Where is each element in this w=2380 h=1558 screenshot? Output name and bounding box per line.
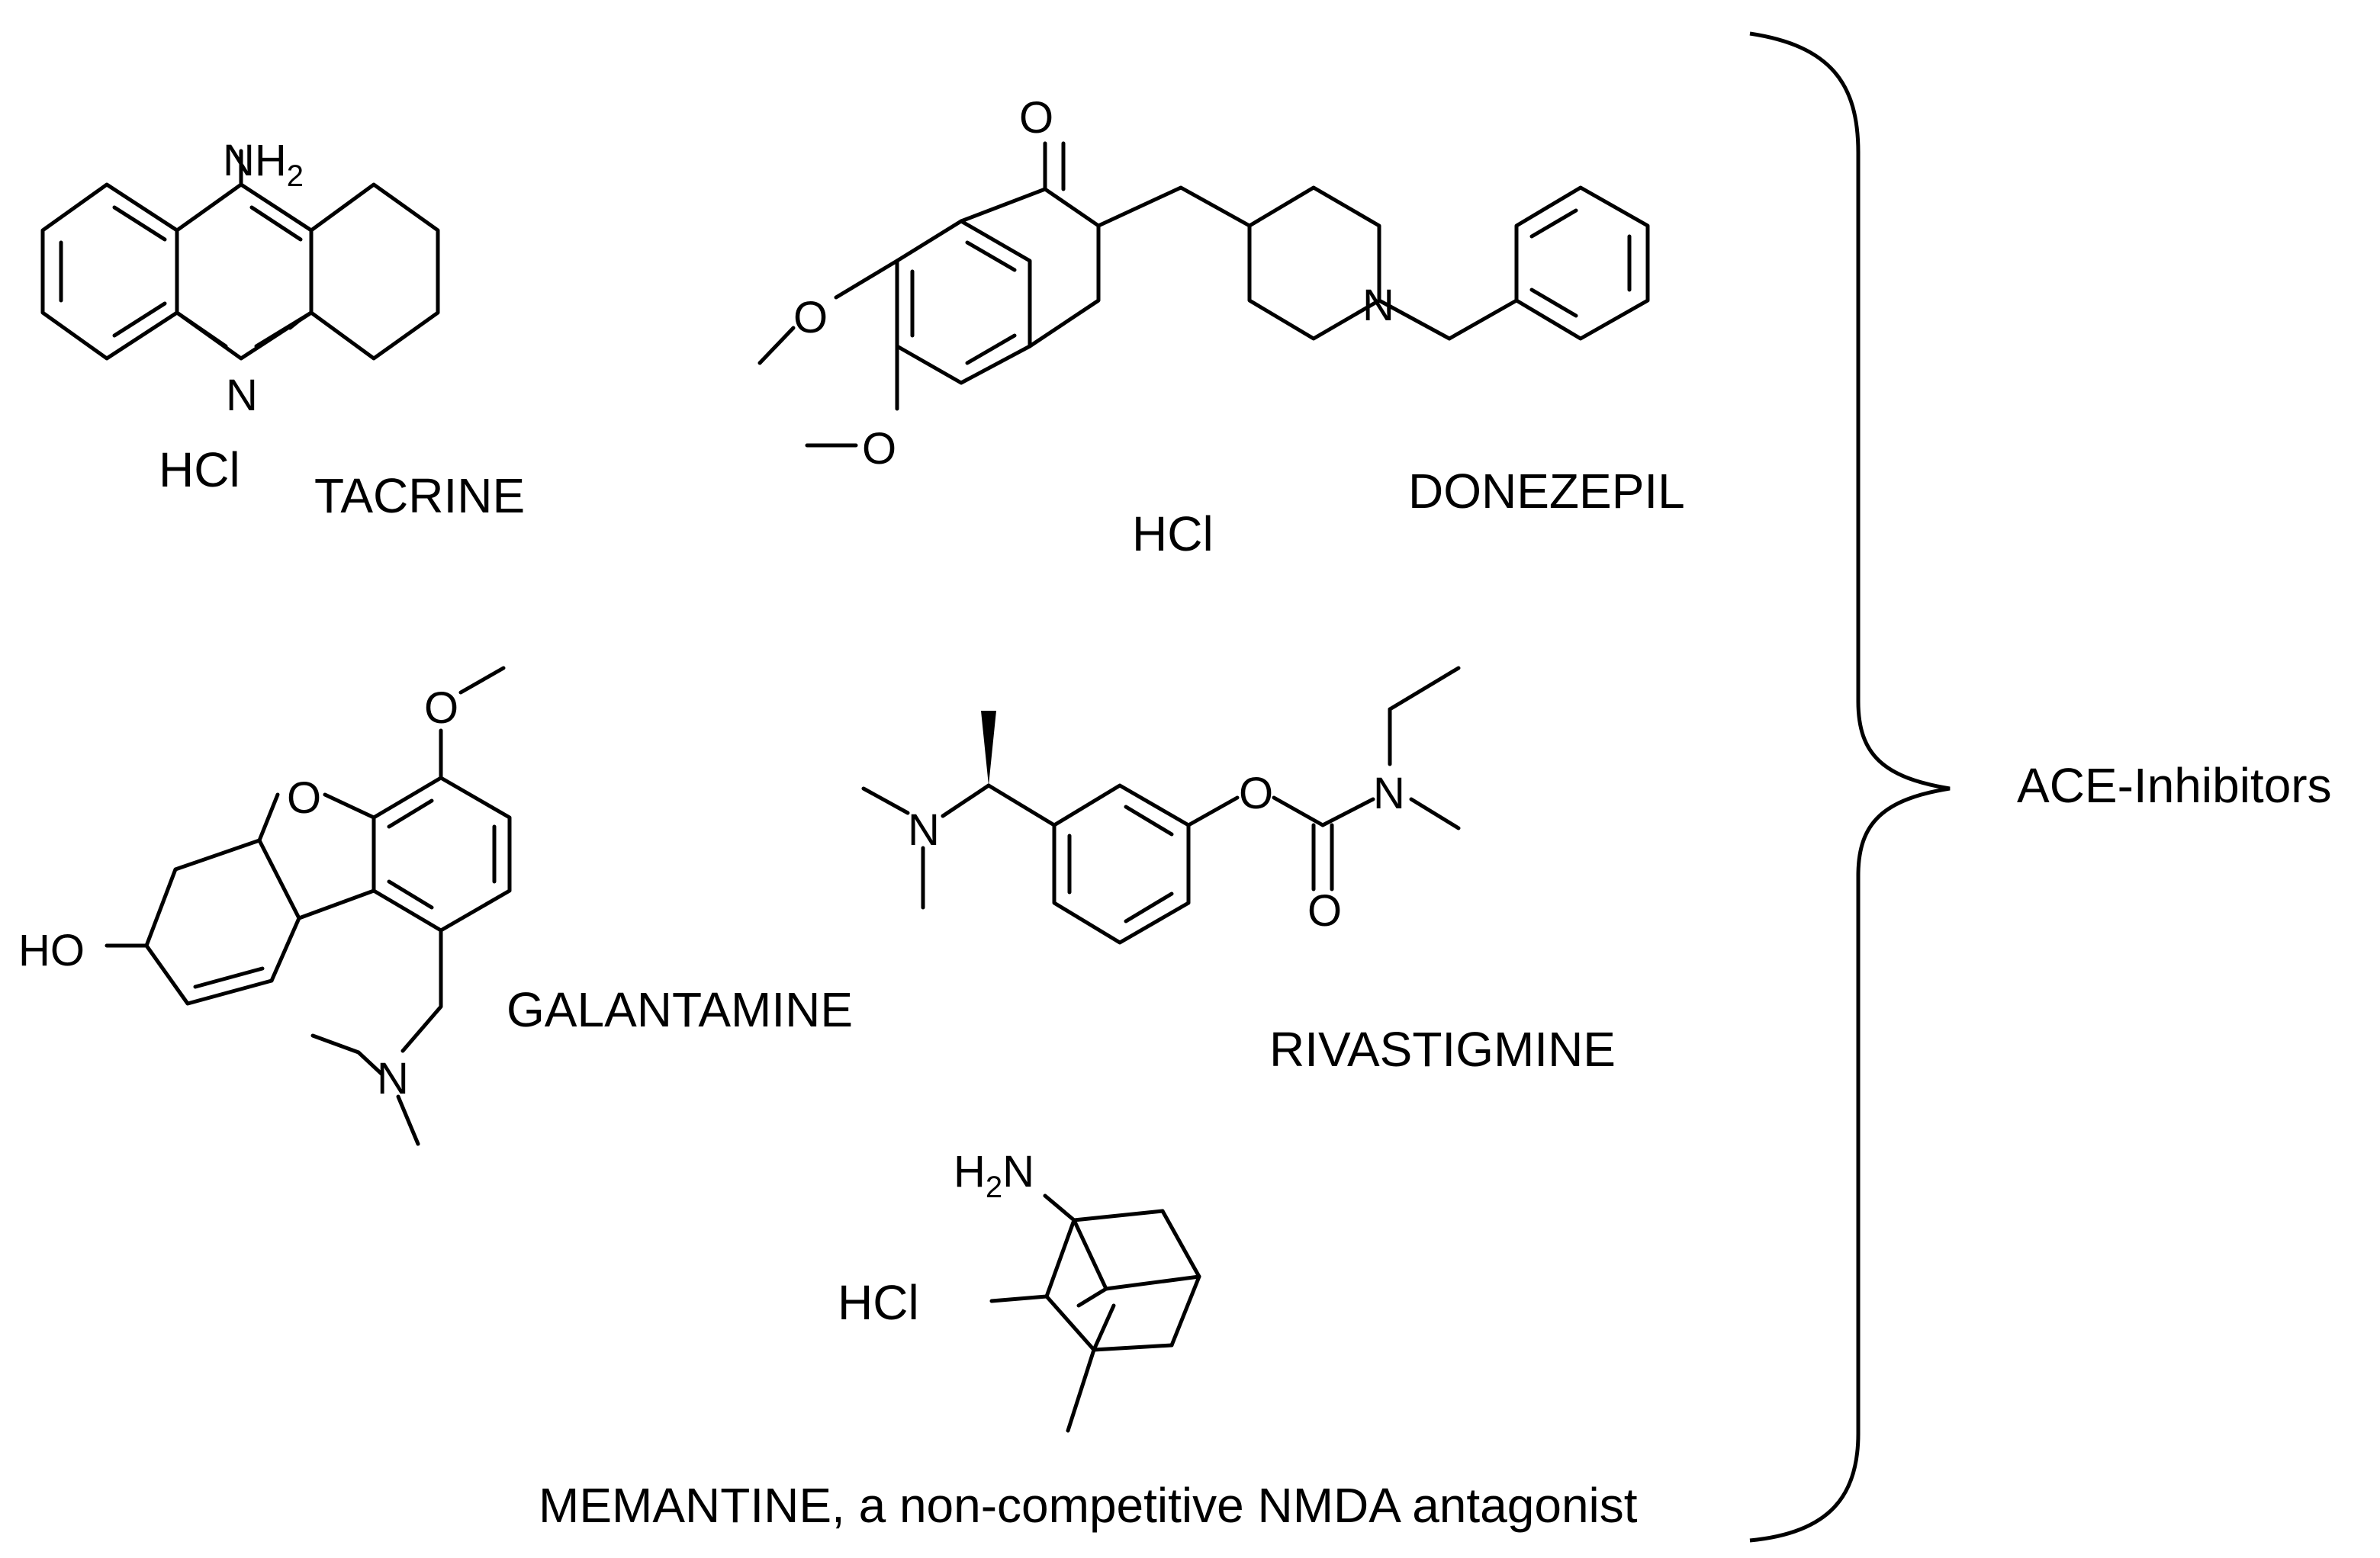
tacrine-name: TACRINE [314, 468, 525, 523]
memantine-name: MEMANTINE, a non-competitive NMDA antago… [539, 1478, 1638, 1533]
rivastigmine-ester-oxygen: O [1239, 769, 1273, 818]
donezepil-ether-oxygen-lower: O [862, 424, 896, 474]
tacrine-ring-nitrogen: N [226, 371, 258, 420]
memantine-amine-label: H2N [954, 1147, 1034, 1204]
donezepil-piperidine-nitrogen: N [1362, 281, 1394, 330]
tacrine-salt-label: HCl [159, 442, 240, 497]
donezepil-salt-label: HCl [1132, 506, 1214, 561]
galantamine-hydroxyl: HO [18, 926, 85, 975]
galantamine-bonds [105, 666, 512, 1146]
galantamine-name: GALANTAMINE [507, 982, 853, 1037]
galantamine-structure: O O HO N GALANTAMINE [18, 666, 853, 1146]
donezepil-ether-oxygen-upper: O [793, 293, 828, 342]
tacrine-amine-label: NH2 [223, 136, 304, 193]
galantamine-amine-nitrogen: N [377, 1054, 409, 1103]
memantine-structure: H2N HCl MEMANTINE, a non-competitive NMD… [539, 1147, 1638, 1533]
donezepil-structure: O O O N HCl DONEZEPIL [757, 93, 1685, 561]
galantamine-methoxy-oxygen: O [424, 683, 458, 733]
rivastigmine-name: RIVASTIGMINE [1269, 1022, 1616, 1077]
donezepil-carbonyl-oxygen: O [1019, 93, 1053, 143]
rivastigmine-carbonyl-oxygen: O [1307, 886, 1342, 936]
grouping-brace [1749, 31, 1951, 1543]
group-label: ACE-Inhibitors [2017, 758, 2332, 813]
rivastigmine-amine-nitrogen: N [908, 805, 940, 855]
rivastigmine-bonds [861, 666, 1461, 945]
donezepil-bonds [757, 141, 1650, 448]
rivastigmine-carbamate-nitrogen: N [1373, 769, 1405, 818]
galantamine-ring-oxygen: O [287, 773, 321, 823]
memantine-bonds [989, 1193, 1201, 1433]
donezepil-name: DONEZEPIL [1408, 464, 1685, 519]
rivastigmine-structure: N O O N RIVASTIGMINE [861, 666, 1616, 1077]
memantine-salt-label: HCl [838, 1275, 919, 1330]
tacrine-structure: NH2 N HCl TACRINE [40, 136, 525, 523]
tacrine-bonds [40, 149, 440, 361]
